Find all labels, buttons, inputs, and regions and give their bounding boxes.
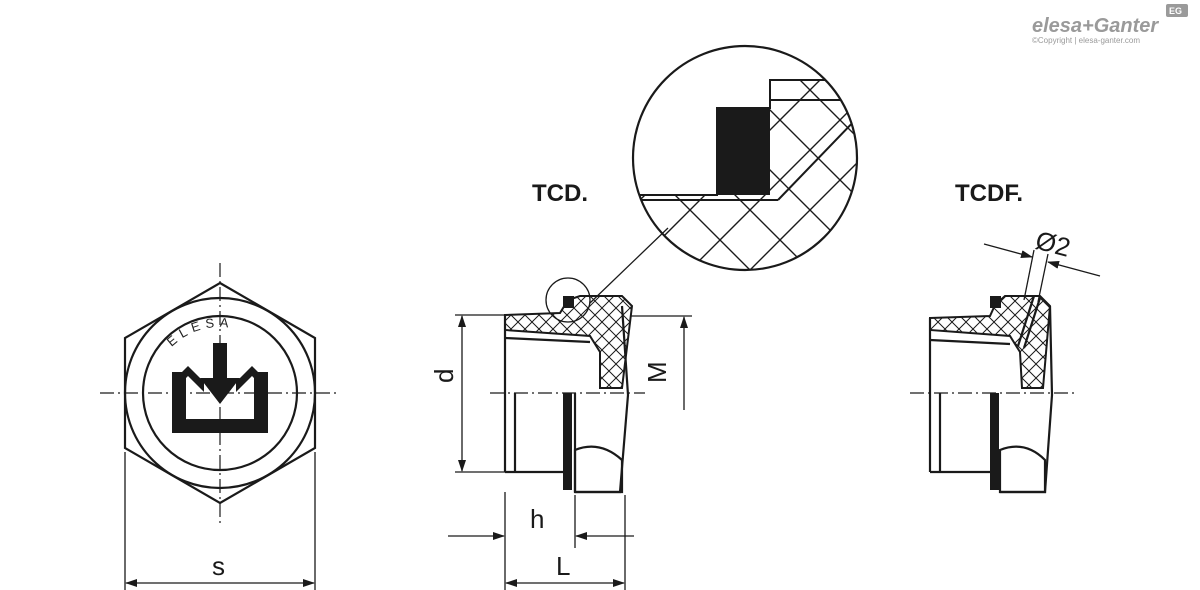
tcdf-vent-line-a [1016,295,1036,347]
tcd-section-view: TCD. d M h L [429,180,692,590]
inner-ring [141,314,299,472]
tcd-seal-lower [563,393,572,490]
logo-brand-text: elesa+Ganter [1032,15,1159,37]
tcdf-vent-line-b [1022,297,1042,349]
logo-badge [1166,4,1188,17]
dimension-h-label: h [530,504,544,534]
logo-badge-text: EG [1169,6,1182,16]
brand-logo: elesa+Ganter EG ©Copyright | elesa-gante… [1032,4,1188,45]
dimension-m-label: M [642,361,672,383]
dimension-d-label: d [429,369,459,383]
tcdf-title: TCDF. [955,180,1023,207]
tcdf-dome [998,445,1047,494]
diameter-extension-a [1023,249,1035,301]
hex-outline [123,281,317,505]
fill-symbol-icon [172,343,268,433]
tcdf-bore-line [929,338,1011,346]
tcdf-section-view: TCDF. Ø2 [910,180,1101,494]
tcd-outer-profile [575,305,630,494]
detail-circle [631,44,859,272]
tcd-bore-line [504,336,591,344]
tcd-title: TCD. [532,180,588,207]
tcd-seal-upper [563,296,574,308]
outer-ring [123,296,317,490]
detail-view [545,44,859,323]
tcdf-seal-lower [990,393,999,490]
detail-leader-line [589,227,669,304]
tcdf-seal-upper [990,296,1001,308]
logo-copyright: ©Copyright | elesa-ganter.com [1032,36,1140,45]
front-view: ELESA s [100,263,340,590]
diameter-arrow-right [1047,260,1101,277]
diameter-extension-b [1037,253,1049,303]
tcd-dome [573,445,624,494]
dimension-l-label: L [556,551,570,581]
tcdf-outer-profile [1000,305,1054,494]
diameter-arrow-left [983,243,1033,258]
dimension-s-label: s [212,551,225,581]
dimension-diameter-label: Ø2 [1032,225,1073,263]
